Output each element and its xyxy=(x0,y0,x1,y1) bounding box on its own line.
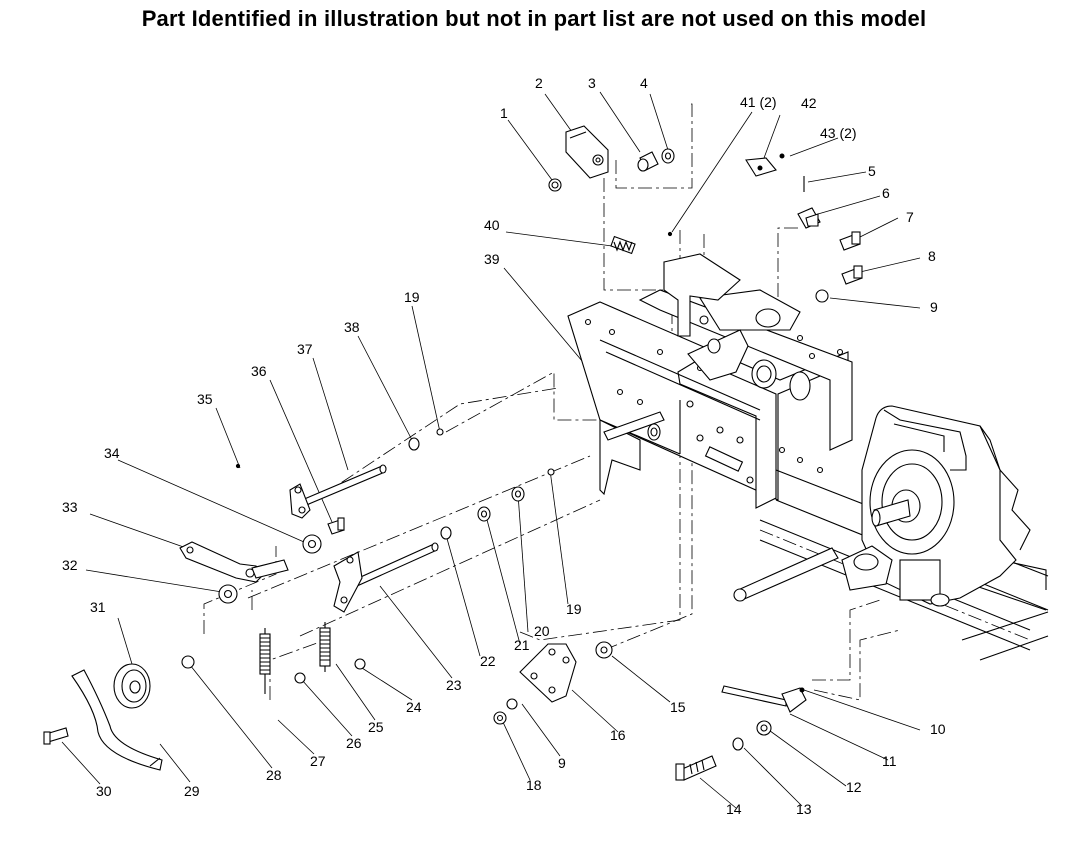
shift-bracket xyxy=(663,253,749,381)
callout-24: 24 xyxy=(406,699,422,715)
callout-21: 21 xyxy=(514,637,530,653)
bolt-part-8 xyxy=(841,265,863,285)
link-arm xyxy=(289,483,311,519)
bolt-part-14 xyxy=(675,755,717,781)
shafts xyxy=(301,411,839,602)
callout-43: 43 (2) xyxy=(820,125,857,141)
callout-29: 29 xyxy=(184,783,200,799)
callout-35: 35 xyxy=(197,391,213,407)
callout-18: 18 xyxy=(526,777,542,793)
bolt-part-30 xyxy=(43,727,69,745)
callout-19b: 19 xyxy=(566,601,582,617)
callout-22: 22 xyxy=(480,653,496,669)
callout-3: 3 xyxy=(588,75,596,91)
plate-part-16 xyxy=(519,643,577,703)
frame-holes xyxy=(584,318,844,484)
callout-9b: 9 xyxy=(558,755,566,771)
callout-41: 41 (2) xyxy=(740,94,777,110)
callout-5: 5 xyxy=(868,163,876,179)
belt-guard-part-29 xyxy=(71,669,163,771)
screw-part-43 xyxy=(779,153,785,159)
bushing-part-32 xyxy=(218,584,238,604)
callout-34: 34 xyxy=(104,445,120,461)
pulley-part-31 xyxy=(113,663,151,709)
pin-part-35 xyxy=(235,463,241,469)
callout-31: 31 xyxy=(90,599,106,615)
callout-19a: 19 xyxy=(404,289,420,305)
washer-part-4 xyxy=(661,148,675,164)
spacer-part-3 xyxy=(637,151,659,172)
small-parts xyxy=(43,125,863,781)
callout-8: 8 xyxy=(928,248,936,264)
nut-part-1 xyxy=(548,178,562,192)
plate-part-42 xyxy=(745,157,777,177)
callout-4: 4 xyxy=(640,75,648,91)
callout-14: 14 xyxy=(726,801,742,817)
callout-10: 10 xyxy=(930,721,946,737)
callout-28: 28 xyxy=(266,767,282,783)
callout-1: 1 xyxy=(500,105,508,121)
leader-lines xyxy=(61,91,921,809)
callout-23: 23 xyxy=(446,677,462,693)
callout-25: 25 xyxy=(368,719,384,735)
idler-arm-part-33 xyxy=(179,541,289,583)
callout-27: 27 xyxy=(310,753,326,769)
callout-16: 16 xyxy=(610,727,626,743)
transmission xyxy=(841,405,1031,607)
spring-part-40 xyxy=(610,235,636,255)
callout-39: 39 xyxy=(484,251,500,267)
spring-part-27 xyxy=(259,628,271,694)
callout-36: 36 xyxy=(251,363,267,379)
callout-13: 13 xyxy=(796,801,812,817)
bushing-part-34 xyxy=(302,534,322,554)
callout-32: 32 xyxy=(62,557,78,573)
callout-26: 26 xyxy=(346,735,362,751)
washer-part-9b xyxy=(506,698,518,710)
callout-20: 20 xyxy=(534,623,550,639)
washer-part-9a xyxy=(815,289,829,303)
bushing-part-15 xyxy=(595,641,613,659)
eclip-part-19b xyxy=(547,468,555,476)
diagram-title: Part Identified in illustration but not … xyxy=(141,6,927,31)
washer-part-24 xyxy=(354,658,366,670)
assembly-lines xyxy=(203,103,901,701)
callout-30: 30 xyxy=(96,783,112,799)
rivet-part-41 xyxy=(667,231,673,237)
bracket-part-2 xyxy=(565,125,609,179)
washer-part-22 xyxy=(440,526,452,540)
washer-part-38 xyxy=(408,437,420,451)
callout-38: 38 xyxy=(344,319,360,335)
callout-37: 37 xyxy=(297,341,313,357)
pivot-part-39 xyxy=(647,423,661,441)
callout-11: 11 xyxy=(882,753,897,769)
shift-lever-part-11 xyxy=(721,685,807,713)
washer-part-26 xyxy=(294,672,306,684)
eclip-part-19a xyxy=(436,428,444,436)
callout-40: 40 xyxy=(484,217,500,233)
callout-2: 2 xyxy=(535,75,543,91)
washer-part-28 xyxy=(181,655,195,669)
bolt-part-7 xyxy=(839,231,861,251)
callout-labels: 1 2 3 4 41 (2) 42 43 (2) 5 6 7 8 9 40 39… xyxy=(62,75,946,817)
bellcrank xyxy=(333,551,363,613)
callout-15: 15 xyxy=(670,699,686,715)
callout-12: 12 xyxy=(846,779,862,795)
lockwasher-part-13 xyxy=(732,737,744,751)
callout-42: 42 xyxy=(801,95,817,111)
clip-part-6 xyxy=(797,207,821,229)
bolt-part-36 xyxy=(327,517,345,535)
spring-part-25 xyxy=(319,622,331,672)
callout-33: 33 xyxy=(62,499,78,515)
callout-9a: 9 xyxy=(930,299,938,315)
callout-7: 7 xyxy=(906,209,914,225)
nut-part-18 xyxy=(493,711,507,725)
callout-6: 6 xyxy=(882,185,890,201)
